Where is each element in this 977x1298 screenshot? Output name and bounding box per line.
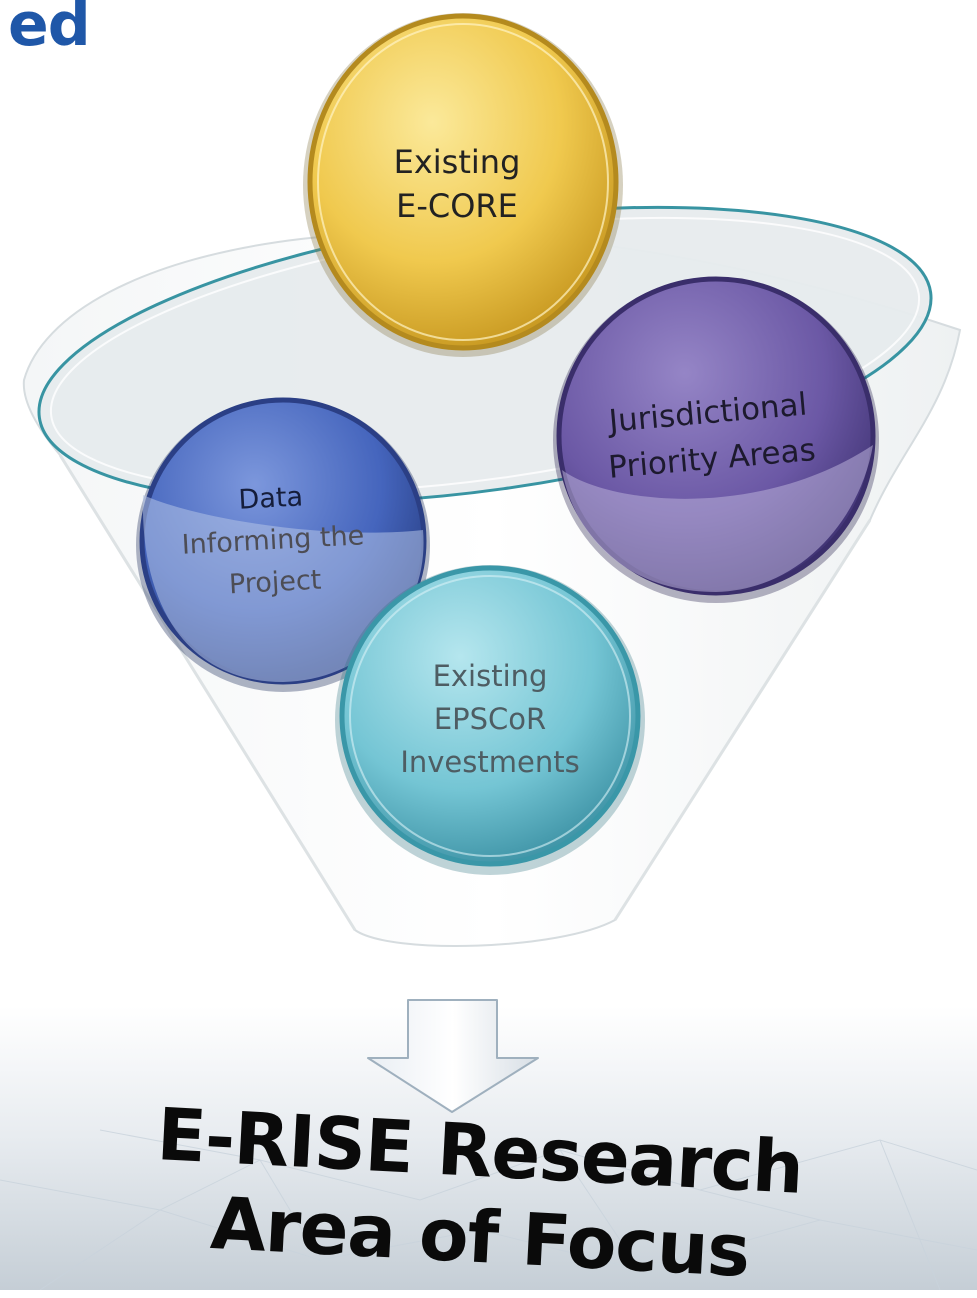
down-arrow-icon [367, 999, 539, 1113]
funnel-inner-edge [58, 454, 872, 931]
circle-jurisdictional-priority-areas [553, 276, 879, 603]
network-background [0, 1129, 977, 1290]
label-line: EPSCoR [433, 702, 547, 736]
slide-title-fragment: ed [8, 0, 91, 60]
existing-epscor-investments-label: Existing EPSCoR Investments [355, 655, 625, 784]
label-line: Investments [400, 745, 580, 779]
label-line: E-CORE [396, 187, 518, 225]
label-line: Existing [432, 659, 548, 693]
circle-data-informing-project [136, 397, 430, 692]
circle-existing-ecore [303, 13, 623, 357]
label-line: Existing [393, 143, 521, 181]
research-focus-result: E-RISE Research Area of Focus [140, 1092, 820, 1293]
circle-existing-epscor-investments [335, 565, 645, 875]
data-informing-project-label: Data Informing the Project [145, 472, 401, 611]
existing-ecore-label: Existing E-CORE [352, 140, 562, 228]
